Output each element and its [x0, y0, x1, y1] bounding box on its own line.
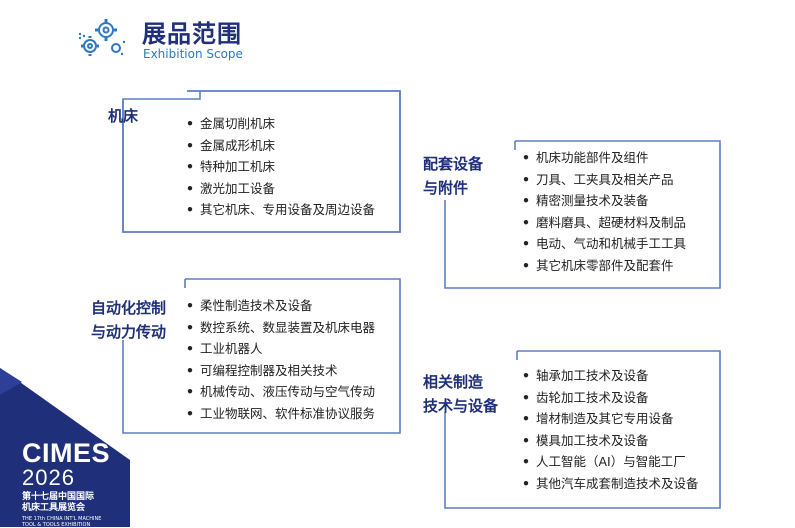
- list-automation: 柔性制造技术及设备 数控系统、数显装置及机床电器 工业机器人 可编程控制器及相关…: [186, 295, 375, 424]
- list-item: 柔性制造技术及设备: [186, 295, 375, 317]
- frame-manufacturing: [444, 350, 721, 509]
- category-title-line: 技术与设备: [423, 397, 499, 415]
- list-item: 机床功能部件及组件: [522, 147, 686, 169]
- brand-year: 2026: [22, 465, 75, 490]
- brand-badge-background: [0, 368, 130, 527]
- category-title-line: 自动化控制: [91, 299, 167, 317]
- list-item: 轴承加工技术及设备: [522, 365, 699, 387]
- list-manufacturing: 轴承加工技术及设备 齿轮加工技术及设备 增材制造及其它专用设备 模具加工技术及设…: [522, 365, 699, 494]
- list-item: 其它机床零部件及配套件: [522, 255, 686, 277]
- frame-automation: [122, 278, 401, 434]
- list-item: 模具加工技术及设备: [522, 430, 699, 452]
- list-item: 磨料磨具、超硬材料及制品: [522, 212, 686, 234]
- list-item: 数控系统、数显装置及机床电器: [186, 317, 375, 339]
- list-item: 机械传动、液压传动与空气传动: [186, 381, 375, 403]
- list-item: 精密测量技术及装备: [522, 190, 686, 212]
- list-item: 工业物联网、软件标准协议服务: [186, 403, 375, 425]
- frame-accessories: [444, 140, 721, 289]
- brand-name: CIMES: [22, 438, 111, 468]
- brand-cn-line1: 第十七届中国国际: [22, 492, 95, 502]
- cimes-logo: CIMES 2026 第十七届中国国际 机床工具展览会 THE 17th CHI…: [22, 440, 142, 528]
- category-title-automation: 自动化控制 与动力传动: [91, 296, 166, 344]
- list-item: 激光加工设备: [186, 178, 375, 200]
- list-machine-tools: 金属切削机床 金属成形机床 特种加工机床 激光加工设备 其它机床、专用设备及周边…: [186, 113, 375, 221]
- list-item: 电动、气动和机械手工工具: [522, 233, 686, 255]
- page-title: 展品范围: [142, 20, 242, 48]
- category-title-accessories: 配套设备 与附件: [423, 152, 483, 200]
- list-item: 齿轮加工技术及设备: [522, 387, 699, 409]
- category-title-machine-tools: 机床: [108, 104, 138, 128]
- brand-cn-line2: 机床工具展览会: [22, 503, 86, 513]
- category-title-line: 相关制造: [423, 373, 484, 391]
- category-title-manufacturing: 相关制造 技术与设备: [423, 370, 498, 418]
- list-item: 人工智能（AI）与智能工厂: [522, 451, 699, 473]
- gears-icon: [78, 19, 126, 56]
- list-item: 金属成形机床: [186, 135, 375, 157]
- category-title-line: 配套设备: [423, 155, 484, 173]
- brand-en-line1: THE 17th CHINA INT'L MACHINE: [22, 516, 102, 522]
- list-item: 增材制造及其它专用设备: [522, 408, 699, 430]
- category-title-line: 与动力传动: [91, 323, 167, 341]
- list-item: 工业机器人: [186, 338, 375, 360]
- category-title-line: 与附件: [423, 179, 469, 197]
- list-item: 金属切削机床: [186, 113, 375, 135]
- list-item: 刀具、工夹具及相关产品: [522, 169, 686, 191]
- brand-en-line2: TOOL & TOOLS EXHIBITION: [22, 522, 91, 528]
- list-item: 特种加工机床: [186, 156, 375, 178]
- page-subtitle: Exhibition Scope: [143, 47, 243, 61]
- list-item: 其他汽车成套制造技术及设备: [522, 473, 699, 495]
- list-item: 可编程控制器及相关技术: [186, 360, 375, 382]
- list-item: 其它机床、专用设备及周边设备: [186, 199, 375, 221]
- list-accessories: 机床功能部件及组件 刀具、工夹具及相关产品 精密测量技术及装备 磨料磨具、超硬材…: [522, 147, 686, 276]
- category-title-line: 机床: [108, 107, 139, 125]
